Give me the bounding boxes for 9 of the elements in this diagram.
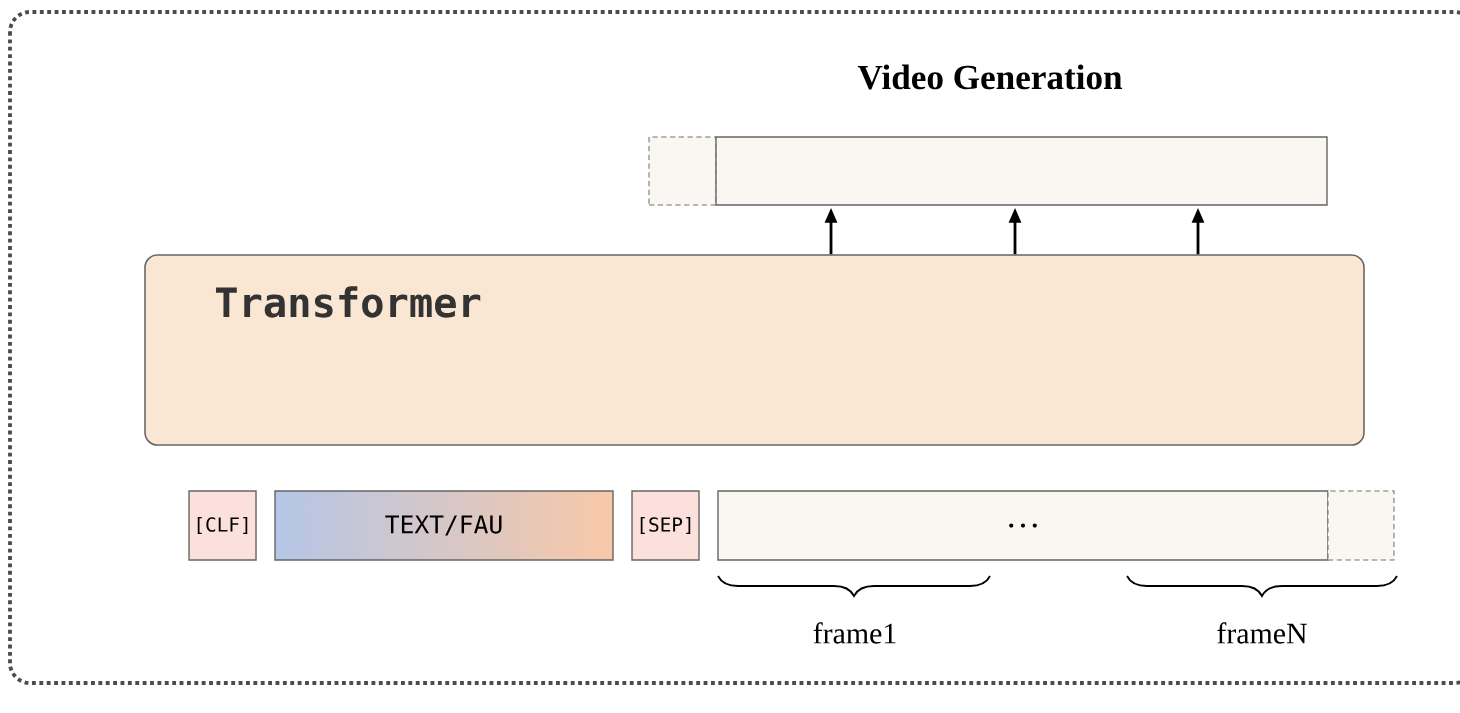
text-embedding-box: TEXT/FAU [274,490,614,561]
token-box: [SEP] [631,490,700,561]
title: Video Generation [857,64,1123,90]
transformer-block: Transformer [144,254,1365,446]
placeholder-box [648,136,717,206]
token-box: [CLF] [188,490,257,561]
brace-label: frame1 [813,622,896,644]
placeholder-box [1327,490,1395,561]
brace-label: frameN [1217,622,1307,644]
